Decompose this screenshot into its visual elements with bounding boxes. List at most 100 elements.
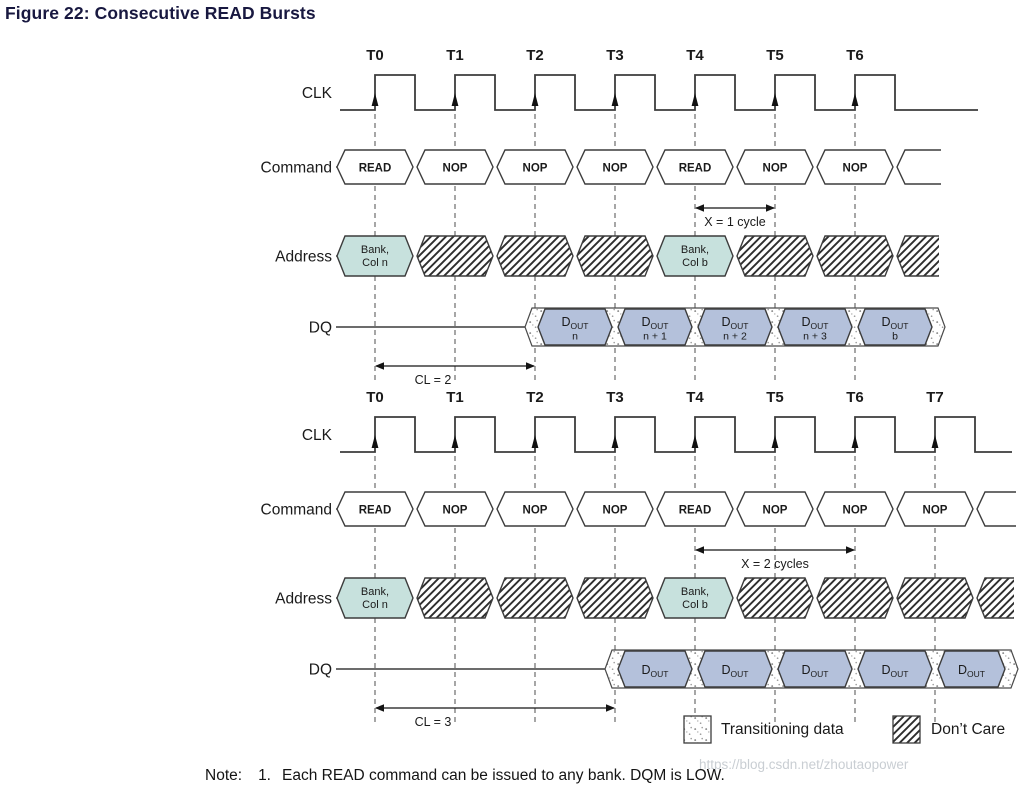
command-bubble — [496, 149, 574, 185]
t-label: T3 — [606, 47, 624, 64]
signal-label-address: Address — [275, 249, 332, 266]
address-label-line1: Bank, — [361, 244, 389, 256]
command-label: READ — [679, 505, 712, 517]
cl-annotation-label: CL = 2 — [415, 373, 452, 387]
clock-edge-arrow — [531, 93, 539, 106]
dq-label-line2: n — [572, 331, 578, 343]
signal-label-dq: DQ — [309, 662, 332, 679]
t-label: T0 — [366, 47, 384, 64]
dq-label: DOUT — [562, 315, 589, 331]
t-label: T2 — [526, 389, 544, 406]
address-label-line2: Col b — [682, 599, 708, 611]
t-label: T7 — [926, 389, 944, 406]
command-bubble — [336, 491, 414, 527]
signal-label-clk: CLK — [302, 85, 333, 102]
legend-swatch-transitioning-data — [683, 715, 712, 744]
clock-edge-arrow — [851, 435, 859, 448]
dq-label: DOUT — [642, 315, 669, 331]
x-cycles-annotation-arrowhead-right — [846, 546, 855, 554]
watermark-text: https://blog.csdn.net/zhoutaopower — [699, 757, 909, 772]
dont-care-bubble — [816, 235, 894, 277]
signal-label-clk: CLK — [302, 427, 333, 444]
note-prefix: Note: — [205, 767, 243, 784]
clock-edge-arrow — [611, 435, 619, 448]
clock-edge-arrow — [611, 93, 619, 106]
dont-care-bubble — [496, 577, 574, 619]
dont-care-bubble — [896, 577, 974, 619]
command-bubble — [496, 491, 574, 527]
dont-care-bubble-partial — [976, 577, 1014, 619]
clock-edge-arrow — [771, 93, 779, 106]
dq-label: DOUT — [882, 663, 909, 679]
command-label: NOP — [843, 505, 868, 517]
legend-swatch-dont-care — [892, 715, 921, 744]
address-bubble — [656, 577, 734, 619]
command-label: NOP — [443, 505, 468, 517]
clock-edge-arrow — [851, 93, 859, 106]
signal-label-command: Command — [261, 502, 333, 519]
address-label-line1: Bank, — [681, 244, 709, 256]
address-bubble — [336, 235, 414, 277]
command-label: NOP — [763, 505, 788, 517]
command-bubble — [896, 491, 974, 527]
clock-edge-arrow — [691, 435, 699, 448]
command-bubble — [736, 491, 814, 527]
command-label: NOP — [763, 163, 788, 175]
dont-care-bubble — [736, 235, 814, 277]
dq-label-line2: n + 1 — [643, 331, 667, 343]
dq-bubble — [617, 650, 693, 688]
command-label: NOP — [523, 163, 548, 175]
command-bubble — [336, 149, 414, 185]
legend-label-dont-care: Don’t Care — [931, 721, 1006, 738]
clock-edge-arrow — [451, 435, 459, 448]
dont-care-bubble — [736, 577, 814, 619]
dq-label: DOUT — [802, 663, 829, 679]
cl-annotation-arrowhead-right — [526, 362, 535, 370]
x-cycles-annotation-arrowhead-left — [695, 204, 704, 212]
dq-bubble — [857, 650, 933, 688]
signal-label-address: Address — [275, 591, 332, 608]
dq-bubble — [617, 308, 693, 346]
figure-title: Figure 22: Consecutive READ Bursts — [5, 3, 316, 23]
command-label: READ — [359, 163, 392, 175]
dont-care-bubble — [416, 577, 494, 619]
note-text: Each READ command can be issued to any b… — [282, 767, 725, 784]
dq-label: DOUT — [722, 315, 749, 331]
clock-edge-arrow — [931, 435, 939, 448]
dont-care-bubble — [816, 577, 894, 619]
clk-waveform — [340, 74, 978, 111]
command-label: NOP — [603, 505, 628, 517]
command-label: NOP — [443, 163, 468, 175]
signal-label-dq: DQ — [309, 320, 332, 337]
command-bubble-partial — [976, 491, 1016, 527]
command-label: READ — [359, 505, 392, 517]
command-bubble — [576, 149, 654, 185]
t-label: T0 — [366, 389, 384, 406]
command-label: NOP — [523, 505, 548, 517]
t-label: T1 — [446, 47, 464, 64]
command-bubble — [656, 149, 734, 185]
dq-label-line2: n + 2 — [723, 331, 747, 343]
t-label: T4 — [686, 47, 704, 64]
dq-bubble — [697, 308, 773, 346]
dq-label: DOUT — [958, 663, 985, 679]
address-label-line1: Bank, — [361, 586, 389, 598]
dont-care-bubble-partial — [896, 235, 939, 277]
cl-annotation-arrowhead-left — [375, 362, 384, 370]
clock-edge-arrow — [691, 93, 699, 106]
x-cycles-annotation-label: X = 2 cycles — [741, 557, 809, 571]
legend — [683, 715, 921, 744]
t-label: T1 — [446, 389, 464, 406]
x-cycles-annotation-arrowhead-right — [766, 204, 775, 212]
dq-bubble — [777, 650, 853, 688]
clock-edge-arrow — [531, 435, 539, 448]
command-bubble-partial — [896, 149, 941, 185]
t-label: T3 — [606, 389, 624, 406]
cl-annotation-label: CL = 3 — [415, 715, 452, 729]
dq-label: DOUT — [802, 315, 829, 331]
t-label: T5 — [766, 47, 784, 64]
address-label-line2: Col n — [362, 257, 388, 269]
dq-bubble — [937, 650, 1006, 688]
